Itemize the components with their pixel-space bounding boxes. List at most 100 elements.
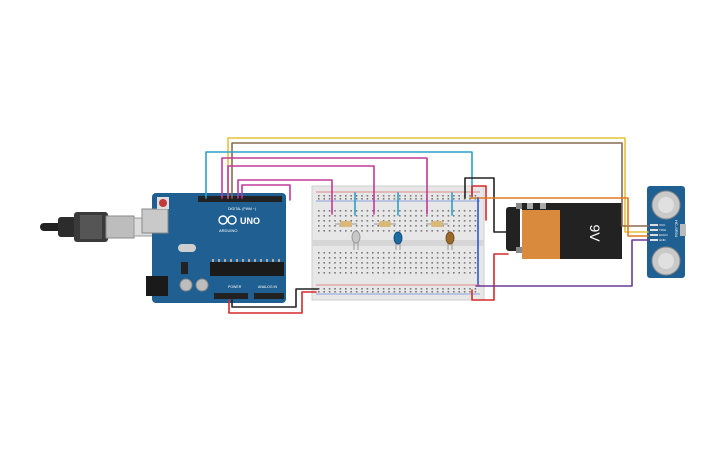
wire-cyan[interactable] [205, 151, 473, 199]
breadboard-hole[interactable] [458, 291, 460, 293]
breadboard-hole[interactable] [388, 210, 390, 212]
breadboard-hole[interactable] [318, 210, 320, 212]
breadboard-hole[interactable] [458, 267, 460, 269]
breadboard-hole[interactable] [323, 225, 325, 227]
breadboard-hole[interactable] [350, 220, 352, 222]
breadboard-hole[interactable] [404, 252, 406, 254]
breadboard-hole[interactable] [447, 267, 450, 269]
breadboard-hole[interactable] [377, 288, 379, 290]
breadboard-hole[interactable] [372, 220, 374, 222]
breadboard-hole[interactable] [447, 225, 450, 227]
breadboard-hole[interactable] [345, 220, 347, 222]
breadboard-hole[interactable] [366, 291, 369, 293]
power-header[interactable] [214, 293, 248, 299]
breadboard-hole[interactable] [318, 252, 320, 254]
breadboard-hole[interactable] [382, 215, 385, 217]
wire-magenta[interactable] [221, 157, 428, 215]
breadboard-hole[interactable] [399, 230, 401, 232]
breadboard-hole[interactable] [323, 267, 325, 269]
breadboard-hole[interactable] [447, 210, 450, 212]
breadboard-hole[interactable] [442, 267, 444, 269]
breadboard-hole[interactable] [442, 225, 444, 227]
breadboard-hole[interactable] [420, 267, 423, 269]
breadboard-hole[interactable] [393, 195, 396, 197]
breadboard-hole[interactable] [345, 291, 347, 293]
breadboard-hole[interactable] [323, 220, 325, 222]
breadboard-hole[interactable] [355, 225, 358, 227]
breadboard-hole[interactable] [415, 252, 417, 254]
breadboard-hole[interactable] [431, 252, 433, 254]
breadboard-hole[interactable] [474, 272, 477, 274]
breadboard-hole[interactable] [323, 215, 325, 217]
breadboard-hole[interactable] [469, 225, 471, 227]
breadboard-hole[interactable] [334, 252, 336, 254]
breadboard-hole[interactable] [415, 230, 417, 232]
breadboard-hole[interactable] [372, 257, 374, 259]
breadboard-hole[interactable] [463, 220, 466, 222]
breadboard-hole[interactable] [458, 272, 460, 274]
breadboard-hole[interactable] [388, 220, 390, 222]
breadboard-hole[interactable] [453, 225, 455, 227]
usb-cable[interactable] [40, 212, 157, 242]
breadboard-hole[interactable] [372, 267, 374, 269]
breadboard-hole[interactable] [399, 262, 401, 264]
breadboard-hole[interactable] [420, 288, 423, 290]
breadboard-hole[interactable] [334, 198, 336, 200]
breadboard-hole[interactable] [334, 220, 336, 222]
breadboard-hole[interactable] [458, 252, 460, 254]
breadboard-hole[interactable] [334, 262, 336, 264]
breadboard-hole[interactable] [404, 262, 406, 264]
breadboard-hole[interactable] [474, 267, 477, 269]
breadboard-hole[interactable] [463, 198, 466, 200]
breadboard-hole[interactable] [431, 272, 433, 274]
breadboard-hole[interactable] [361, 210, 363, 212]
breadboard-hole[interactable] [382, 210, 385, 212]
breadboard-hole[interactable] [431, 288, 433, 290]
breadboard-hole[interactable] [323, 230, 325, 232]
breadboard-hole[interactable] [350, 291, 352, 293]
breadboard-hole[interactable] [409, 215, 412, 217]
reset-button[interactable] [159, 199, 167, 207]
breadboard-hole[interactable] [420, 210, 423, 212]
breadboard-hole[interactable] [388, 230, 390, 232]
breadboard-hole[interactable] [393, 210, 396, 212]
breadboard-hole[interactable] [366, 267, 369, 269]
breadboard-hole[interactable] [345, 272, 347, 274]
breadboard-hole[interactable] [334, 288, 336, 290]
breadboard-hole[interactable] [431, 257, 433, 259]
breadboard-hole[interactable] [453, 215, 455, 217]
breadboard-hole[interactable] [372, 252, 374, 254]
breadboard-hole[interactable] [463, 215, 466, 217]
breadboard-hole[interactable] [350, 252, 352, 254]
breadboard-hole[interactable] [469, 267, 471, 269]
breadboard-hole[interactable] [372, 198, 374, 200]
breadboard-hole[interactable] [442, 215, 444, 217]
breadboard-hole[interactable] [431, 291, 433, 293]
breadboard-hole[interactable] [431, 267, 433, 269]
breadboard-hole[interactable] [366, 257, 369, 259]
breadboard-hole[interactable] [442, 210, 444, 212]
resistor[interactable] [426, 221, 448, 227]
breadboard-hole[interactable] [388, 267, 390, 269]
breadboard-hole[interactable] [318, 220, 320, 222]
breadboard-hole[interactable] [323, 198, 325, 200]
breadboard-hole[interactable] [345, 198, 347, 200]
breadboard-hole[interactable] [474, 257, 477, 259]
breadboard-hole[interactable] [458, 215, 460, 217]
breadboard-hole[interactable] [377, 272, 379, 274]
breadboard-hole[interactable] [328, 257, 331, 259]
breadboard-hole[interactable] [361, 291, 363, 293]
wire-black[interactable] [464, 177, 509, 233]
breadboard-hole[interactable] [415, 291, 417, 293]
breadboard-hole[interactable] [447, 220, 450, 222]
breadboard-hole[interactable] [463, 267, 466, 269]
breadboard-hole[interactable] [323, 262, 325, 264]
breadboard-hole[interactable] [426, 215, 428, 217]
breadboard-hole[interactable] [339, 195, 342, 197]
breadboard-hole[interactable] [415, 220, 417, 222]
breadboard-hole[interactable] [436, 195, 439, 197]
breadboard-hole[interactable] [426, 267, 428, 269]
breadboard-hole[interactable] [409, 291, 412, 293]
breadboard-hole[interactable] [355, 220, 358, 222]
breadboard-hole[interactable] [458, 210, 460, 212]
